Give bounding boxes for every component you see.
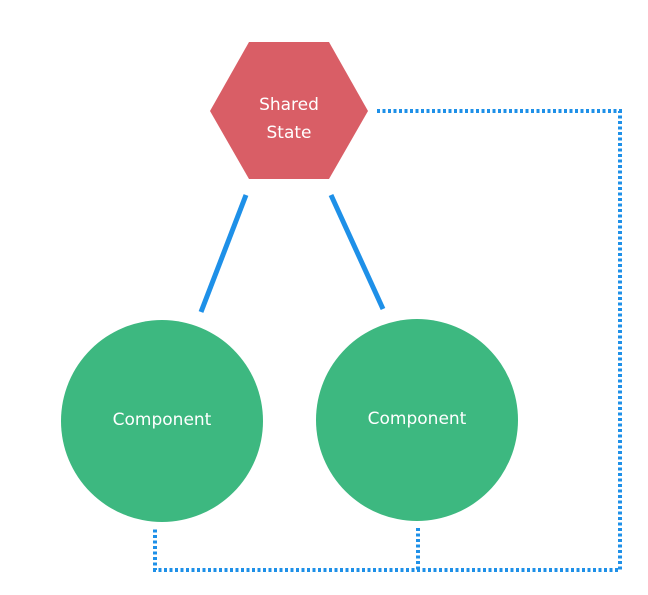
node-component-right[interactable]: Component [316,319,518,521]
shared-state-label-line2: State [267,123,312,143]
component-right-circle [316,319,518,521]
node-shared-state[interactable]: Shared State [210,42,368,179]
edge-state-to-component-right [328,193,386,311]
shared-state-label-line1: Shared [259,95,319,115]
component-left-circle [61,320,263,522]
component-left-label: Component [113,410,212,430]
component-right-label: Component [368,409,467,429]
edge-state-to-component-left [198,194,249,313]
node-component-left[interactable]: Component [61,320,263,522]
edge-feedback-loop [153,109,622,572]
shared-state-hexagon [210,42,368,179]
